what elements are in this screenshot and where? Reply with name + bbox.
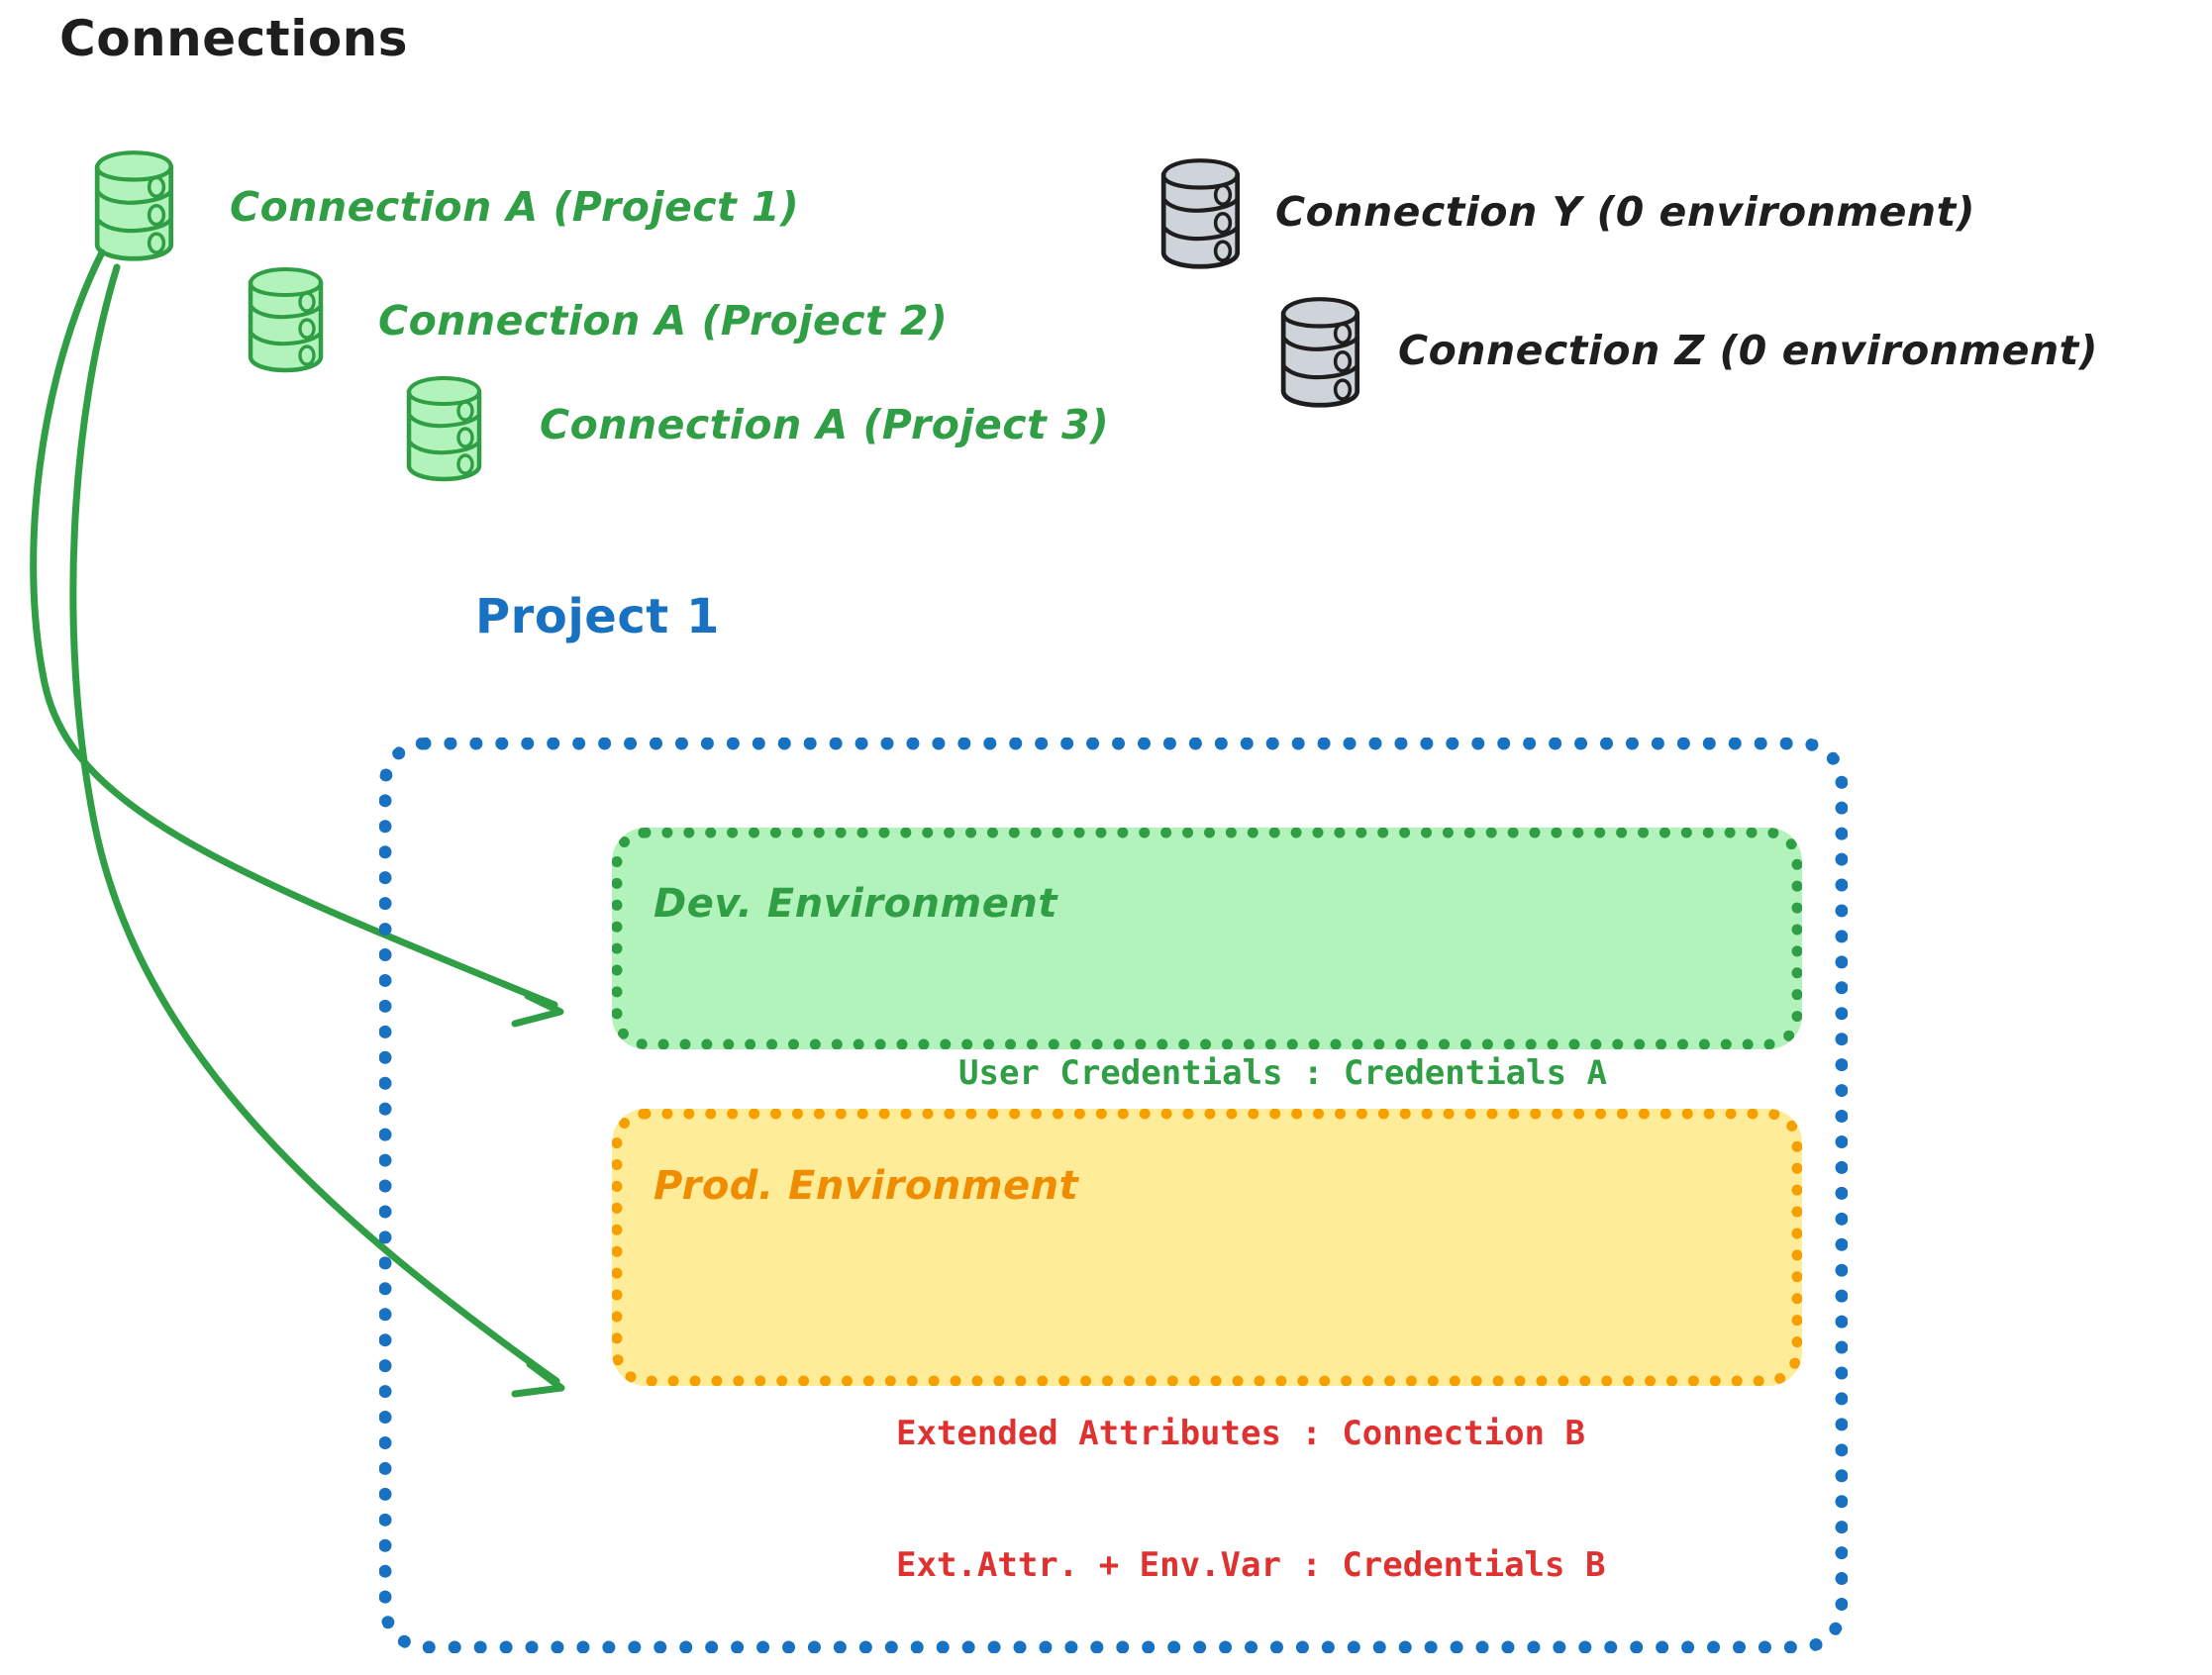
- prod-environment-title: Prod. Environment: [654, 1163, 1079, 1209]
- dev-environment-line-1: User Credentials : Credentials A: [958, 1053, 1608, 1093]
- page-title: Connections: [59, 10, 409, 67]
- database-icon-connection-z: [1282, 298, 1357, 405]
- arrow-connection-a-to-dev: [30, 248, 564, 1028]
- prod-environment-line-2: Ext.Attr. + Env.Var : Credentials B: [896, 1544, 1606, 1585]
- dev-environment-title: Dev. Environment: [654, 881, 1057, 927]
- connection-label-a-project-3: Connection A (Project 3): [540, 401, 1110, 448]
- database-icon-connection-a-3: [408, 377, 479, 479]
- database-icon-connection-a-1: [96, 151, 171, 258]
- dev-environment-box: [612, 828, 1802, 1049]
- arrow-connection-a-to-prod: [69, 263, 565, 1398]
- database-icon-connection-a-2: [250, 268, 321, 370]
- connection-label-a-project-2: Connection A (Project 2): [378, 297, 949, 345]
- connection-label-z: Connection Z (0 environment): [1398, 327, 2098, 374]
- prod-environment-lines: Extended Attributes : Connection B Ext.A…: [896, 1325, 1605, 1675]
- database-icon-connection-y: [1162, 159, 1238, 266]
- connection-label-a-project-1: Connection A (Project 1): [230, 183, 800, 231]
- connection-label-y: Connection Y (0 environment): [1275, 188, 1975, 236]
- project-container: [379, 738, 1848, 1653]
- project-title: Project 1: [475, 589, 720, 644]
- prod-environment-box: [612, 1109, 1802, 1386]
- prod-environment-line-1: Extended Attributes : Connection B: [896, 1414, 1585, 1454]
